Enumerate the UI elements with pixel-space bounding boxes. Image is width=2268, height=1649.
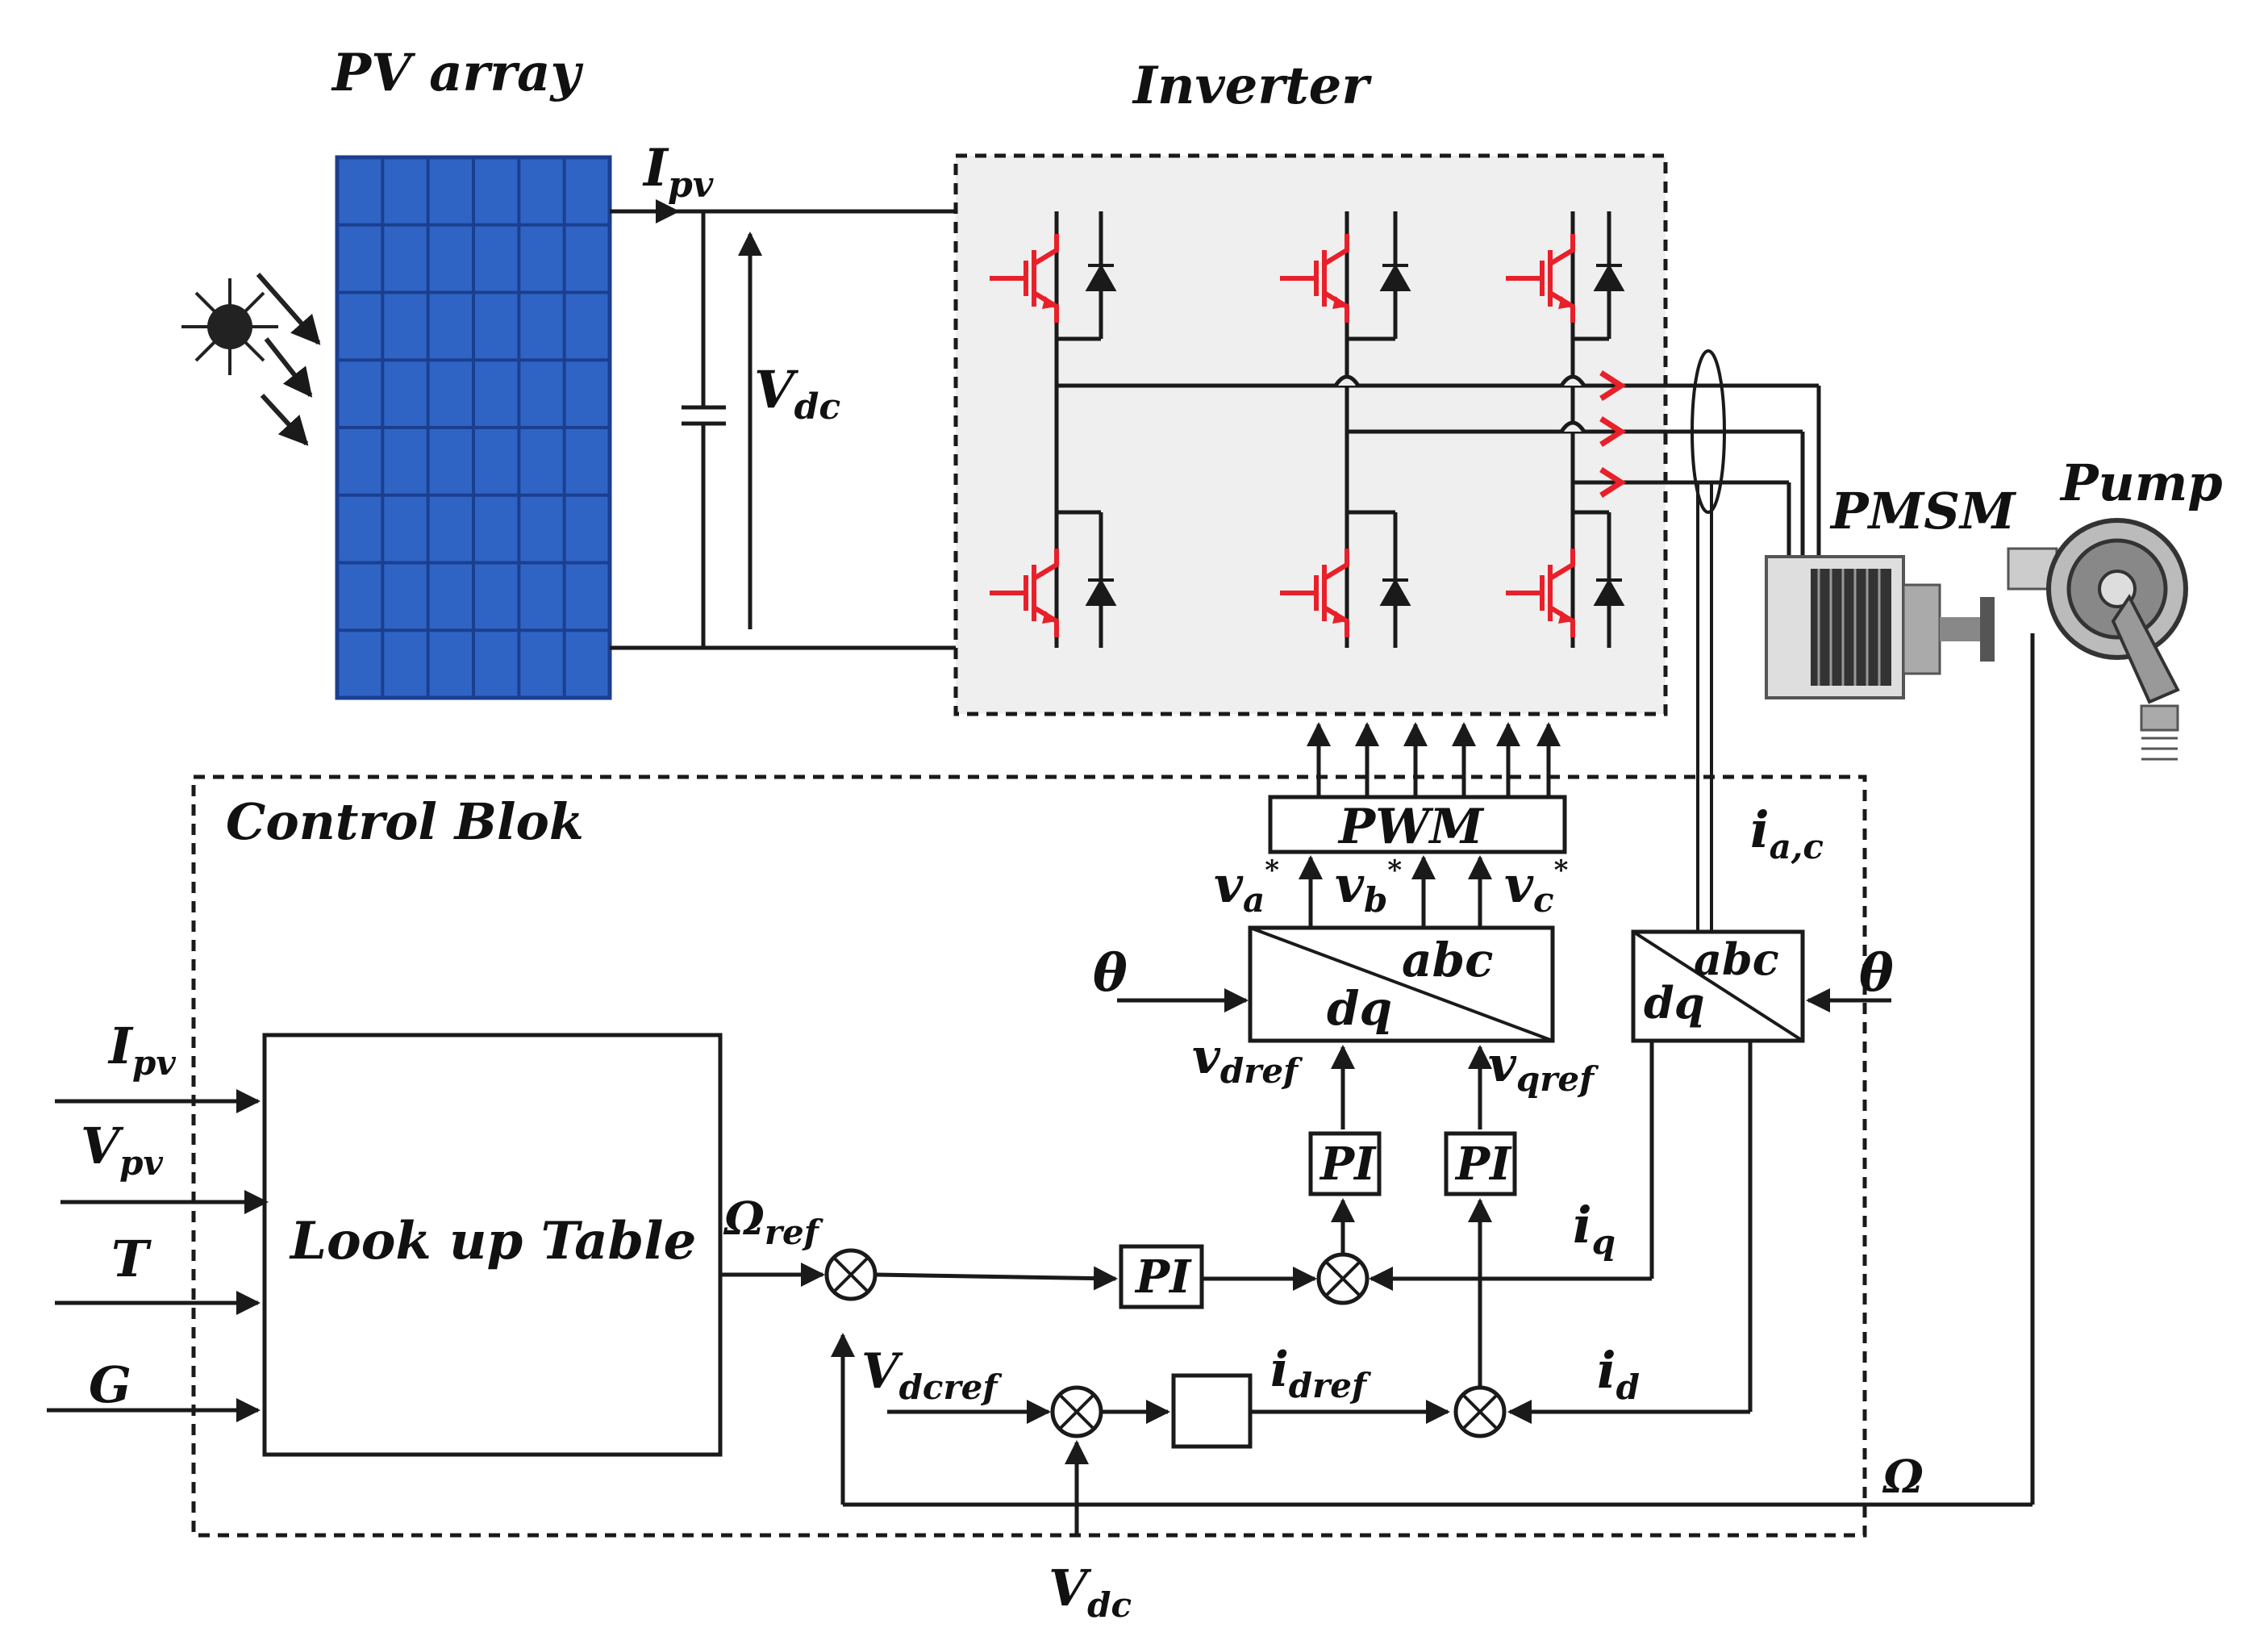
pwm-block	[1268, 795, 1567, 854]
iq-label: iq	[1573, 1196, 1616, 1262]
control-block-title: Control Blok	[226, 792, 584, 851]
iq-summing-junction	[1316, 1252, 1370, 1305]
pmsm-motor-icon	[1765, 555, 1995, 699]
g-input-label: G	[89, 1355, 131, 1414]
igbt-switch-5	[1506, 234, 1625, 323]
lookup-table-block	[262, 1033, 723, 1457]
igbt-switch-6	[1506, 549, 1625, 637]
control-block-frame	[191, 774, 1867, 1538]
pi-q-block	[1444, 1131, 1517, 1196]
current-feedback-wires	[1696, 484, 1713, 932]
ipv-label: Ipv	[642, 138, 714, 206]
id-feedback-wire	[1507, 1041, 1753, 1424]
pmsm-label: PMSM	[1829, 482, 2017, 541]
vdcref-label: Vdcref	[861, 1343, 1003, 1407]
theta-left-label: θ	[1093, 943, 1128, 1004]
igbt-switch-2	[990, 549, 1117, 637]
pump-icon	[2007, 518, 2188, 761]
motor-phase-wires	[1786, 386, 1821, 557]
ipv-input-label: Ipv	[107, 1017, 176, 1083]
vdc-summing-junction	[1050, 1385, 1103, 1438]
omega-ref-label: Ωref	[723, 1192, 824, 1252]
omega-feedback-label: Ω	[1882, 1451, 1924, 1504]
t-input-label: T	[111, 1229, 152, 1288]
vqref-label: vqref	[1488, 1037, 1599, 1099]
pi-d-label: PI	[1319, 1138, 1377, 1191]
id-label: id	[1597, 1341, 1640, 1407]
igbt-switch-4	[1280, 549, 1411, 637]
inverter-title: Inverter	[1132, 56, 1372, 116]
pi-q-label: PI	[1454, 1138, 1512, 1191]
lookup-input-arrows	[47, 1089, 269, 1422]
pump-label: Pump	[2059, 453, 2223, 512]
gate-signal-arrows	[1307, 722, 1561, 797]
pwm-label: PWM	[1337, 799, 1485, 855]
pi-d-block	[1308, 1131, 1382, 1196]
speed-feedback-wire	[831, 633, 2035, 1507]
dq-to-abc-dq-label: dq	[1327, 981, 1392, 1036]
sun-icon	[181, 273, 321, 446]
id-summing-junction	[1453, 1385, 1507, 1438]
iac-label: ia,c	[1750, 800, 1824, 866]
speed-summing-junction	[824, 1248, 878, 1301]
dq-to-abc-abc-label: abc	[1402, 933, 1493, 987]
igbt-switch-3	[1280, 234, 1411, 323]
idref-label: idref	[1270, 1342, 1372, 1405]
theta-right-label: θ	[1859, 943, 1894, 1004]
lookup-table-label: Look up Table	[289, 1211, 696, 1271]
abc-to-dq-abc-label: abc	[1694, 933, 1779, 985]
abc-to-dq-dq-label: dq	[1644, 977, 1705, 1029]
vdref-label: vdref	[1192, 1029, 1303, 1091]
pv-panel	[335, 155, 612, 700]
vdc-input-label: Vdc	[1049, 1559, 1132, 1625]
iq-feedback-wire	[1369, 1041, 1654, 1291]
vc-ref-label: vc*	[1504, 854, 1569, 920]
vb-ref-label: vb*	[1335, 854, 1402, 920]
pi-speed-label: PI	[1134, 1250, 1192, 1304]
pi-speed-block	[1119, 1244, 1204, 1309]
vpv-input-label: Vpv	[81, 1117, 163, 1183]
vabc-ref-arrows	[1299, 855, 1492, 928]
vdc-bus-label: Vdc	[754, 360, 840, 428]
vdc-controller-block	[1171, 1373, 1253, 1449]
pv-array-title: PV array	[331, 43, 583, 103]
inverter-block	[953, 153, 1819, 716]
igbt-switch-1	[990, 234, 1117, 323]
current-sensor	[1691, 349, 1726, 514]
va-ref-label: va*	[1214, 854, 1279, 920]
